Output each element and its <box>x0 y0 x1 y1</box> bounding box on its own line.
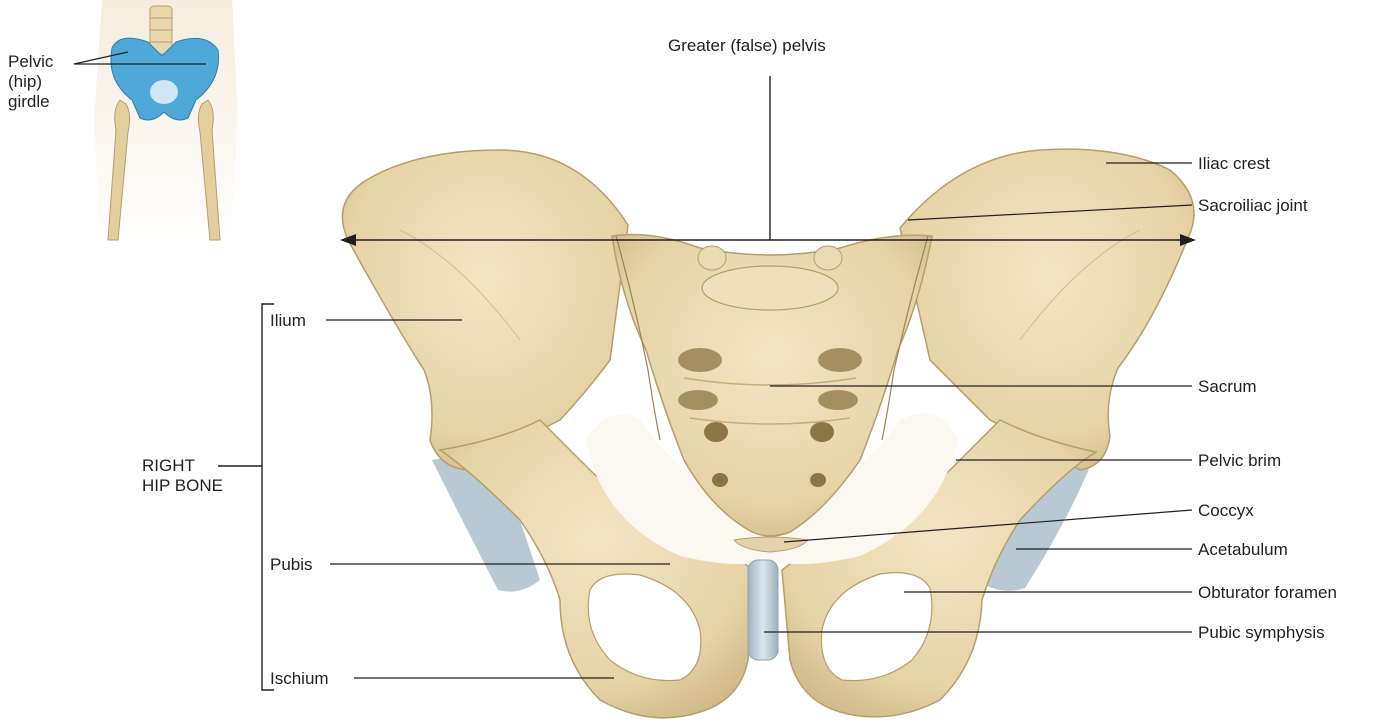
pubic-symphysis-shape <box>748 560 778 660</box>
inset-figure <box>94 0 238 250</box>
sacroiliac-joint-label: Sacroiliac joint <box>1198 196 1308 216</box>
sacral-body <box>702 266 838 310</box>
ilium-label: Ilium <box>270 311 306 331</box>
acetabulum-label: Acetabulum <box>1198 540 1288 560</box>
obturator-foramen-label: Obturator foramen <box>1198 583 1337 603</box>
hip-bone-bracket <box>262 304 274 690</box>
coccyx-label: Coccyx <box>1198 501 1254 521</box>
pelvic-girdle-label: Pelvic (hip) girdle <box>8 52 53 112</box>
right-hip-bone-label: RIGHT HIP BONE <box>142 456 223 496</box>
inset-pelvic-inlet <box>150 80 178 104</box>
ischium-label: Ischium <box>270 669 329 689</box>
sacrum-label: Sacrum <box>1198 377 1257 397</box>
iliac-crest-label: Iliac crest <box>1198 154 1270 174</box>
pelvic-brim-label: Pelvic brim <box>1198 451 1281 471</box>
right-ilium <box>342 150 628 470</box>
pubis-label: Pubis <box>270 555 313 575</box>
greater-pelvis-label: Greater (false) pelvis <box>668 36 826 56</box>
pubic-symphysis-label: Pubic symphysis <box>1198 623 1325 643</box>
